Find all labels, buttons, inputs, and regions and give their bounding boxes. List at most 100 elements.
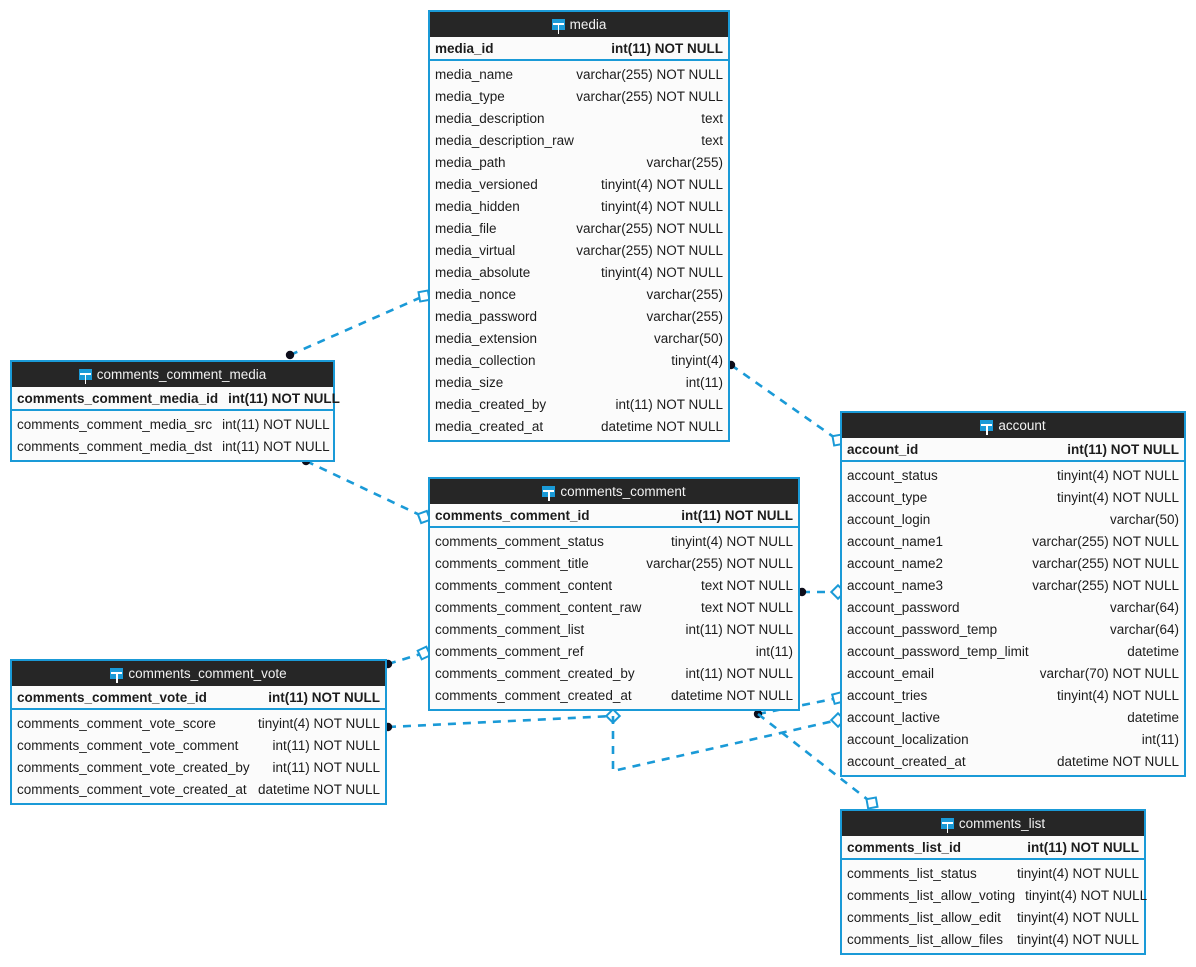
column-name: account_password [847,599,960,615]
table-icon [542,486,556,501]
column-name: media_nonce [435,286,517,302]
column-row[interactable]: media_size int(11) [430,371,728,393]
column-name: comments_comment_content [435,577,613,593]
column-type: varchar(50) [653,330,723,346]
column-type: varchar(64) [1109,621,1179,637]
column-name: account_tries [847,687,928,703]
column-name: media_versioned [435,176,538,192]
column-name: media_hidden [435,198,520,214]
table-header-comments_comment_media[interactable]: comments_comment_media [12,362,333,387]
relationship-endpoint-diamond [604,707,622,725]
column-name: comments_list_allow_edit [847,909,1001,925]
column-row[interactable]: comments_list_allow_edit tinyint(4) NOT N… [842,906,1144,928]
table-header-comments_list[interactable]: comments_list [842,811,1144,836]
table-title: comments_list [958,816,1046,831]
column-name: media_path [435,154,506,170]
column-name: account_email [847,665,935,681]
table-header-comments_comment_vote[interactable]: comments_comment_vote [12,661,385,686]
table-title: media [569,17,607,32]
column-name: account_localization [847,731,969,747]
column-name: media_size [435,374,504,390]
table-header-comments_comment[interactable]: comments_comment [430,479,798,504]
column-name: comments_comment_vote_id [17,689,207,705]
column-type: tinyint(4) NOT NULL [1056,489,1179,505]
table-header-account[interactable]: account [842,413,1184,438]
column-type: varchar(255) NOT NULL [1032,577,1179,593]
table-header-media[interactable]: media [430,12,728,37]
relationship-line [611,716,839,773]
column-type: tinyint(4) NOT NULL [1016,909,1139,925]
column-type: int(11) NOT NULL [611,40,723,56]
column-type: int(11) [685,374,723,390]
column-name: account_login [847,511,931,527]
column-type: datetime [1127,709,1179,725]
table-title: account [998,418,1046,433]
column-type: int(11) NOT NULL [272,737,380,753]
column-name: account_id [847,441,919,457]
column-type: varchar(255) NOT NULL [576,88,723,104]
